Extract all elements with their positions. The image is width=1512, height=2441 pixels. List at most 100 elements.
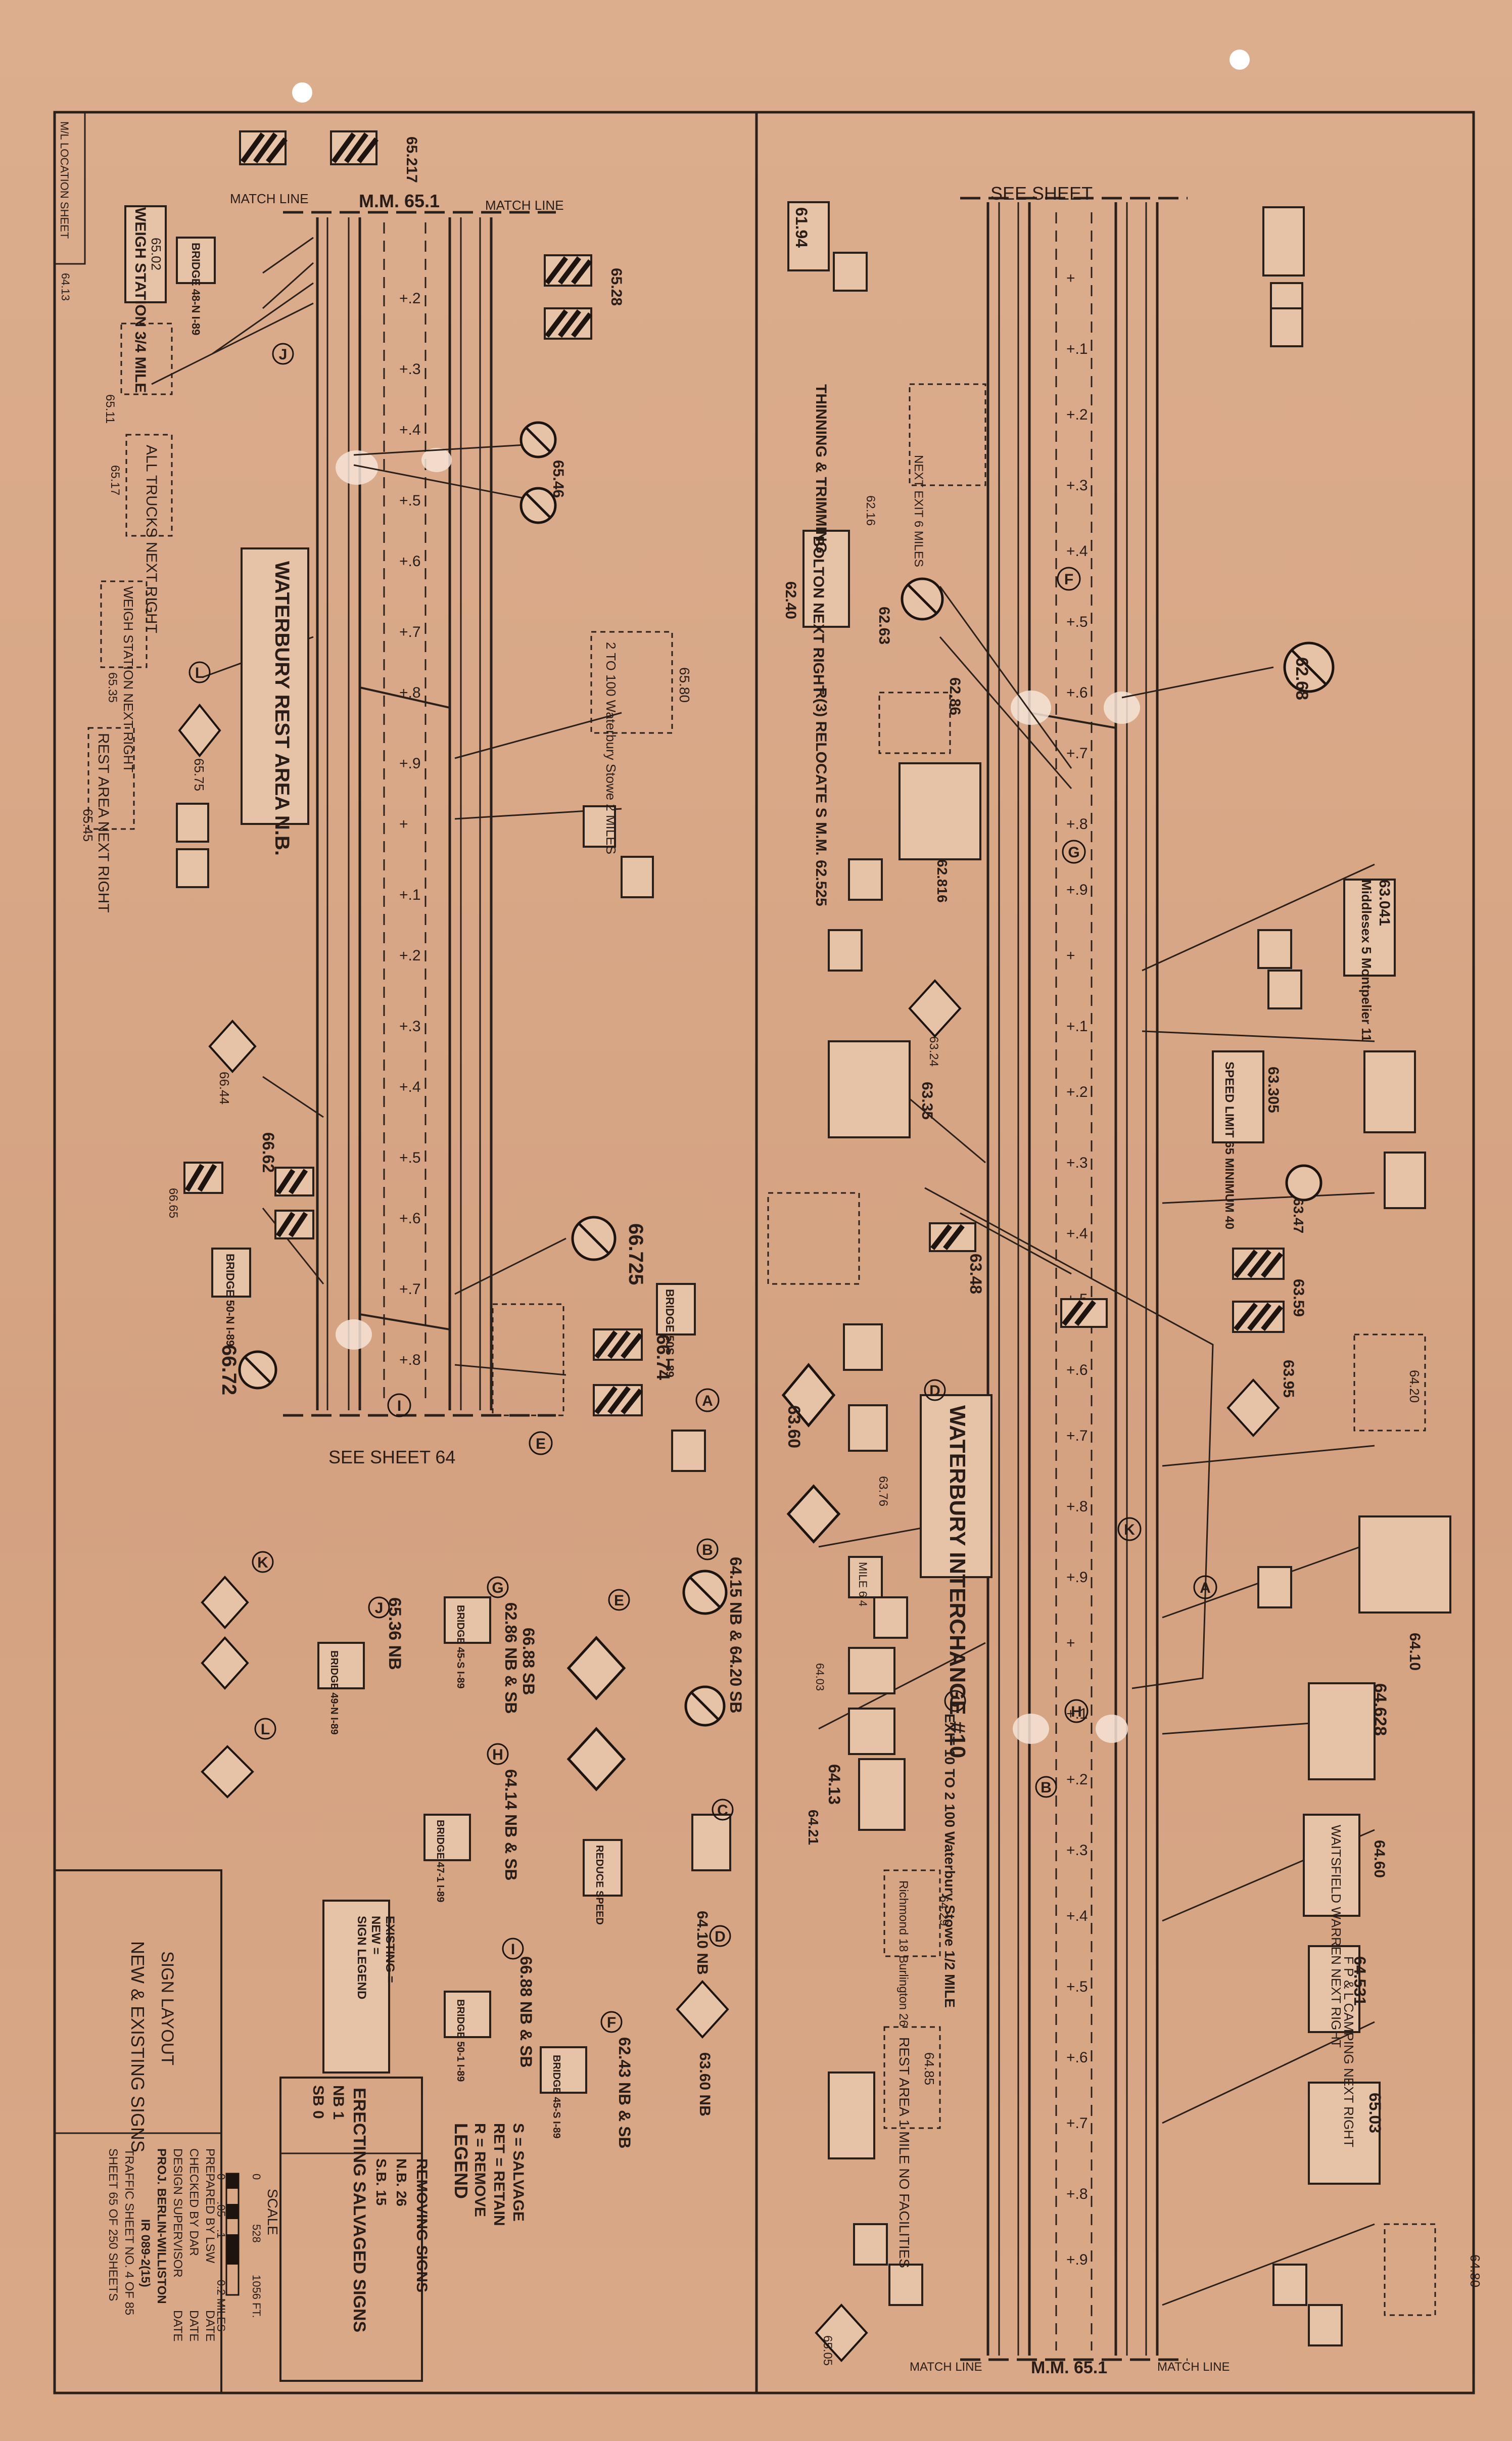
left-panel-labels: 65.21765.2865.4665.8066.72566.7466.7266.… — [59, 136, 692, 1395]
svg-text:REMOVING SIGNS: REMOVING SIGNS — [413, 2158, 430, 2292]
weigh-station-next-right-sign — [100, 580, 148, 668]
svg-text:+.3: +.3 — [399, 1018, 421, 1035]
sign-legend-new: NEW = — [369, 1916, 383, 1955]
reduce-speed-sign — [1384, 1152, 1426, 1209]
weigh-station-sign — [124, 205, 167, 303]
left-list-label: 62.86 NB & SB — [502, 1602, 520, 1714]
match-line-label: MATCH LINE — [230, 191, 309, 206]
salvaged-text: ERECTING SALVAGED SIGNS NB 1 SB 0 — [310, 2085, 369, 2332]
exit-arrow-diamond-icon — [201, 1576, 249, 1629]
right-highway — [924, 197, 1214, 2361]
mile-marker-label: M.M. 65.1 — [1031, 2358, 1107, 2377]
right-panel-labels-label: Middlesex 5 Montpelier 11 — [1359, 880, 1374, 1042]
right-panel-labels-label: 63.305 — [1265, 1067, 1282, 1113]
rest-area-1-mile-sign — [883, 2026, 941, 2129]
right-panel-labels-label: Richmond 18 Burlington 26 — [896, 1880, 910, 2027]
circle-letter-E: E — [536, 1436, 546, 1452]
svg-text:+: + — [1066, 270, 1075, 287]
right-panel-labels-label: REST AREA 1 MILE NO FACILITIES — [896, 2037, 912, 2268]
weigh-station-34mile-sign — [120, 323, 173, 395]
bolton-next-right-sign — [802, 530, 850, 628]
left-panel-labels-label: 66.65 — [166, 1188, 180, 1218]
mile-sign — [873, 1596, 908, 1639]
svg-text:+.5: +.5 — [399, 1149, 421, 1166]
left-panel-labels-label: 66.72 — [218, 1345, 240, 1395]
reduce-speed-sign — [583, 1839, 623, 1897]
right-panel-labels-label: 64.60 — [1371, 1840, 1388, 1878]
svg-text:+.4: +.4 — [399, 422, 421, 438]
camping-sign — [1308, 1945, 1360, 2033]
circle-letter-F: F — [1064, 571, 1073, 588]
right-panel-labels-label: 64.85 — [922, 2052, 937, 2085]
mile-sign — [1257, 1566, 1292, 1608]
left-list-label: 64.10 NB — [694, 1911, 711, 1975]
mile-sign — [848, 858, 883, 901]
bridge-47-sign — [423, 1814, 471, 1861]
richmond-burlington-sign — [883, 1869, 941, 1957]
svg-text:+.7: +.7 — [1066, 2115, 1088, 2132]
exit-arrow-diamond-icon — [676, 1980, 729, 2039]
see-sheet-label: SEE SHEET 64 — [328, 1447, 455, 1467]
exit-arrow-diamond-icon — [781, 1363, 836, 1427]
sign-legend-box — [322, 1900, 390, 2074]
mile-sign — [888, 2264, 923, 2306]
left-panel-labels-label: BRIDGE 50-N I-89 — [224, 1254, 237, 1346]
left-list-label: BRIDGE 47-1 I-89 — [435, 1820, 446, 1902]
speed-limit-sign-3 — [858, 1758, 906, 1831]
svg-text:+.3: +.3 — [1066, 1155, 1088, 1171]
bridge-50n-sign — [211, 1248, 251, 1298]
right-panel-labels-label: 62.16 — [864, 495, 877, 526]
sheet-subtitle: NEW & EXISTING SIGNS — [127, 1941, 148, 2152]
left-panel-labels-label: 65.217 — [403, 136, 420, 183]
svg-text:+.7: +.7 — [399, 624, 421, 640]
circle-letter-D-left: D — [715, 1928, 726, 1945]
left-panel-labels-label: WEIGH STATION 3/4 MILE — [132, 207, 149, 393]
outer-border — [53, 111, 1475, 2394]
removing-text: REMOVING SIGNS N.B. 26 S.B. 15 — [373, 2158, 430, 2292]
exit-10-stowe-sign — [767, 1192, 860, 1285]
mile-sign — [853, 2223, 888, 2266]
rest-area-panel — [241, 547, 309, 825]
circle-letter-G-left: G — [492, 1580, 503, 1596]
svg-text:+.6: +.6 — [399, 1210, 421, 1227]
route-89-north-sign — [848, 1647, 895, 1694]
left-panel-labels-label: 66.74 — [653, 1334, 674, 1380]
right-panel-labels-label: 63.76 — [876, 1476, 890, 1506]
svg-text:+.7: +.7 — [1066, 1427, 1088, 1444]
svg-text:+.3: +.3 — [399, 361, 421, 378]
scale-label: SCALE — [265, 2189, 280, 2235]
right-panel-labels-label: NEXT EXIT 6 MILES — [912, 455, 925, 567]
mile-sign — [1308, 2304, 1343, 2346]
left-highway — [283, 211, 556, 1417]
svg-text:+.1: +.1 — [1066, 341, 1088, 357]
bridge-50-sign — [444, 1991, 491, 2038]
svg-text:+.2: +.2 — [1066, 1771, 1088, 1788]
left-list-label: BRIDGE 50-1 I-89 — [455, 1999, 466, 2082]
circle-letter-C-left: C — [717, 1802, 728, 1819]
svg-text:DATE: DATE — [171, 2310, 184, 2341]
left-list-label: 65.36 NB — [385, 1597, 404, 1670]
svg-text:1056 FT.: 1056 FT. — [250, 2275, 263, 2318]
circle-letter-E-left: E — [614, 1592, 624, 1609]
mile-marker-label: M.M. 65.1 — [359, 191, 440, 211]
mile-sign — [1270, 307, 1303, 347]
exit-arrow-diamond-icon — [178, 703, 221, 758]
svg-text:+.8: +.8 — [399, 1352, 421, 1368]
bridge-46-n-sign — [843, 1323, 883, 1371]
speed-limit-sign-2 — [1363, 1050, 1416, 1133]
diamond-sign-icon — [201, 1636, 249, 1690]
svg-text:+.8: +.8 — [399, 684, 421, 701]
circle-letter-K: K — [1124, 1522, 1135, 1538]
circle-letter-H-left: H — [492, 1746, 503, 1763]
svg-text:N.B. 26: N.B. 26 — [394, 2158, 409, 2206]
legend-title: LEGEND — [451, 2123, 471, 2199]
bridge-49n-sign — [317, 1642, 365, 1689]
right-panel-labels-label: THINNING & TRIMMING — [813, 384, 829, 554]
svg-text:+.9: +.9 — [1066, 2251, 1088, 2268]
sign-legend-existing: EXISTING = — [383, 1916, 397, 1983]
all-trucks-sign — [125, 434, 173, 537]
exit-10-lane-sign — [828, 1040, 911, 1138]
mile-sign — [176, 803, 209, 843]
bolton-next-right-relocate-sign — [878, 692, 951, 754]
svg-text:528: 528 — [250, 2224, 263, 2243]
